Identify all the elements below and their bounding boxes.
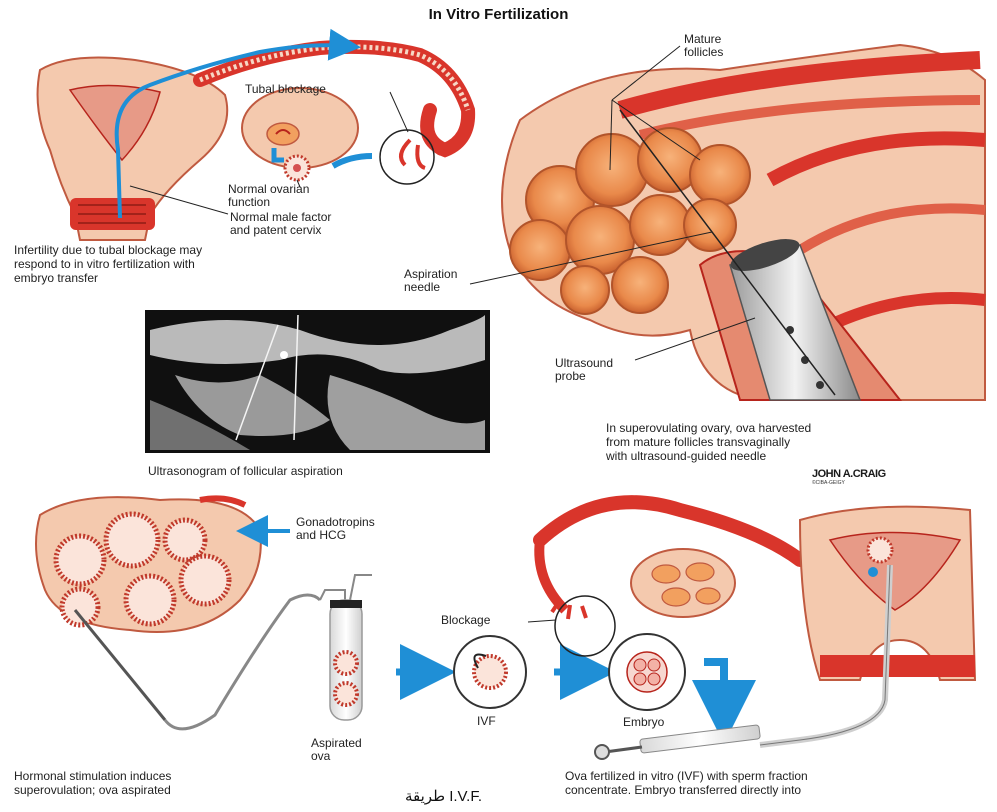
signature-name: JOHN A.CRAIG	[812, 468, 886, 480]
label-blockage: Blockage	[441, 614, 490, 627]
label-aspirated-ova: Aspirated ova	[311, 737, 362, 763]
label-normal-ovarian-function: Normal ovarian function	[228, 183, 309, 209]
caption-hormonal: Hormonal stimulation induces superovulat…	[14, 769, 171, 797]
signature-sub: ©CIBA-GEIGY	[812, 480, 886, 486]
label-ivf: IVF	[477, 715, 496, 728]
caption-ova-fertilized: Ova fertilized in vitro (IVF) with sperm…	[565, 769, 808, 797]
ultrasonogram-image	[145, 310, 490, 453]
label-embryo: Embryo	[623, 716, 664, 729]
ivf-sequence	[396, 634, 724, 712]
label-tubal-blockage: Tubal blockage	[245, 83, 326, 96]
artist-signature: JOHN A.CRAIG ©CIBA-GEIGY	[812, 468, 886, 486]
footer-ivf-method: طريقة I.V.F.	[405, 787, 482, 805]
label-normal-male-factor: Normal male factor and patent cervix	[230, 211, 331, 237]
label-ultrasound-probe: Ultrasound probe	[555, 357, 613, 383]
embryo-transfer-figure	[528, 502, 975, 759]
caption-superovulating: In superovulating ovary, ova harvested f…	[606, 421, 811, 463]
label-aspiration-needle: Aspiration needle	[404, 268, 457, 294]
label-gonadotropins: Gonadotropins and HCG	[296, 516, 375, 542]
caption-ultrasonogram: Ultrasonogram of follicular aspiration	[148, 464, 343, 478]
label-mature-follicles: Mature follicles	[684, 33, 723, 59]
caption-tubal-infertility: Infertility due to tubal blockage may re…	[14, 243, 202, 285]
ovary-aspiration-figure	[470, 45, 985, 400]
